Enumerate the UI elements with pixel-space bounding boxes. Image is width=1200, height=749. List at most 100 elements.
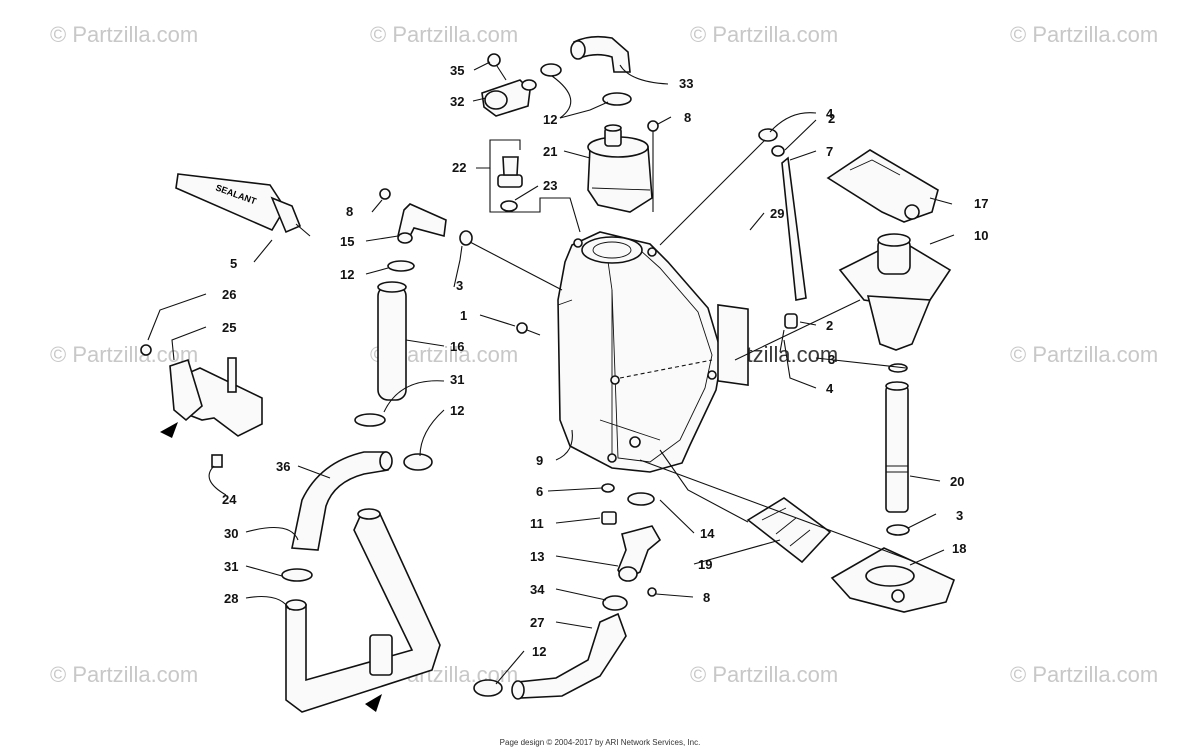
callout-number: 5 <box>230 256 237 271</box>
callout-number: 12 <box>532 644 546 659</box>
callout-number: 8 <box>346 204 353 219</box>
callout-number: 20 <box>950 474 964 489</box>
valve-assembly <box>481 79 537 117</box>
arrow-icon <box>160 422 178 438</box>
callout-number: 35 <box>450 63 464 78</box>
hose-clamp <box>784 313 798 329</box>
callout-number: 14 <box>700 526 715 541</box>
elbow-fitting <box>779 329 785 353</box>
callout-number: 32 <box>450 94 464 109</box>
callout-number: 2 <box>826 318 833 333</box>
callout-number: 6 <box>536 484 543 499</box>
callout-number: 30 <box>224 526 238 541</box>
callout-number: 12 <box>450 403 464 418</box>
callout-number: 1 <box>460 308 467 323</box>
callout-number: 21 <box>543 144 557 159</box>
callout-number: 8 <box>703 590 710 605</box>
bolt <box>379 188 391 200</box>
page-footer: Page design © 2004-2017 by ARI Network S… <box>499 738 701 747</box>
callout-number: 12 <box>340 267 354 282</box>
washer <box>601 483 615 493</box>
watermark-text: © Partzilla.com <box>370 22 518 47</box>
watermark-text: © Partzilla.com <box>1010 342 1158 367</box>
bolt <box>647 587 657 597</box>
hose-clamp <box>387 260 415 272</box>
o-ring <box>627 492 655 506</box>
long-hose <box>285 508 441 713</box>
mounting-bracket <box>169 357 263 437</box>
callout-number: 25 <box>222 320 236 335</box>
outlet-fitting <box>617 525 662 582</box>
filler-cap <box>497 156 523 188</box>
o-ring <box>500 200 518 212</box>
callout-number: 29 <box>770 206 784 221</box>
hose-clamp <box>771 145 785 157</box>
base-plate <box>830 547 956 613</box>
outlet-hose <box>511 612 627 700</box>
bolt <box>516 322 541 336</box>
elbow-hose <box>570 35 631 73</box>
watermark-text: © Partzilla.com <box>50 22 198 47</box>
straight-hose <box>377 281 407 401</box>
callout-number: 3 <box>956 508 963 523</box>
hose-clamp <box>354 413 386 427</box>
curved-hose <box>291 451 393 551</box>
pump-housing <box>838 233 952 351</box>
watermark-text: © Partzilla.com <box>50 662 198 687</box>
callout-number: 33 <box>679 76 693 91</box>
callout-number: 8 <box>684 110 691 125</box>
hose-clamp <box>540 63 562 77</box>
hose-clamp <box>602 92 632 106</box>
hose-clamp <box>281 568 313 582</box>
callout-number: 3 <box>828 352 835 367</box>
gasket <box>746 497 832 564</box>
callout-number: 31 <box>450 372 464 387</box>
callout-number: 7 <box>826 144 833 159</box>
callout-numbers: 35 33 32 12 8 4 2 7 21 22 23 17 8 5 15 2… <box>222 63 988 659</box>
callout-number: 9 <box>536 453 543 468</box>
callout-number: 13 <box>530 549 544 564</box>
callout-number: 10 <box>974 228 988 243</box>
callout-number: 16 <box>450 339 464 354</box>
callout-number: 4 <box>826 106 834 121</box>
oil-tank <box>557 231 723 473</box>
callout-number: 19 <box>698 557 712 572</box>
label-sticker <box>717 303 749 387</box>
bolt <box>487 53 507 81</box>
watermark-text: © Partzilla.com <box>690 22 838 47</box>
sealant-tube: SEALANT <box>175 173 311 237</box>
cover-plate <box>826 149 939 223</box>
watermark-text: © Partzilla.com <box>1010 22 1158 47</box>
elbow-fitting <box>758 128 778 142</box>
callout-number: 3 <box>456 278 463 293</box>
o-ring <box>888 363 908 373</box>
watermark-text: © Partzilla.com <box>690 662 838 687</box>
callout-number: 15 <box>340 234 354 249</box>
callout-number: 31 <box>224 559 238 574</box>
callout-number: 26 <box>222 287 236 302</box>
elbow-fitting <box>397 203 447 244</box>
filter-housing <box>587 124 653 213</box>
vent-hose <box>781 156 807 301</box>
callout-number: 12 <box>543 112 557 127</box>
hose-clamp <box>403 453 433 471</box>
callout-number: 22 <box>452 160 466 175</box>
nut <box>211 454 223 468</box>
callout-number: 28 <box>224 591 238 606</box>
callout-number: 23 <box>543 178 557 193</box>
o-ring <box>886 524 910 536</box>
bolt <box>647 120 659 212</box>
hose-clamp <box>602 595 628 611</box>
arrow-icon <box>365 694 382 712</box>
callout-number: 34 <box>530 582 545 597</box>
o-ring <box>459 230 473 246</box>
callout-number: 4 <box>826 381 834 396</box>
callout-number: 11 <box>530 516 544 531</box>
leader-lines <box>147 61 955 685</box>
callout-number: 2 <box>828 111 835 126</box>
callout-number: 17 <box>974 196 988 211</box>
callout-numbers-secondary: 2 3 <box>828 111 835 367</box>
callout-number: 24 <box>222 492 237 507</box>
callout-number: 18 <box>952 541 966 556</box>
